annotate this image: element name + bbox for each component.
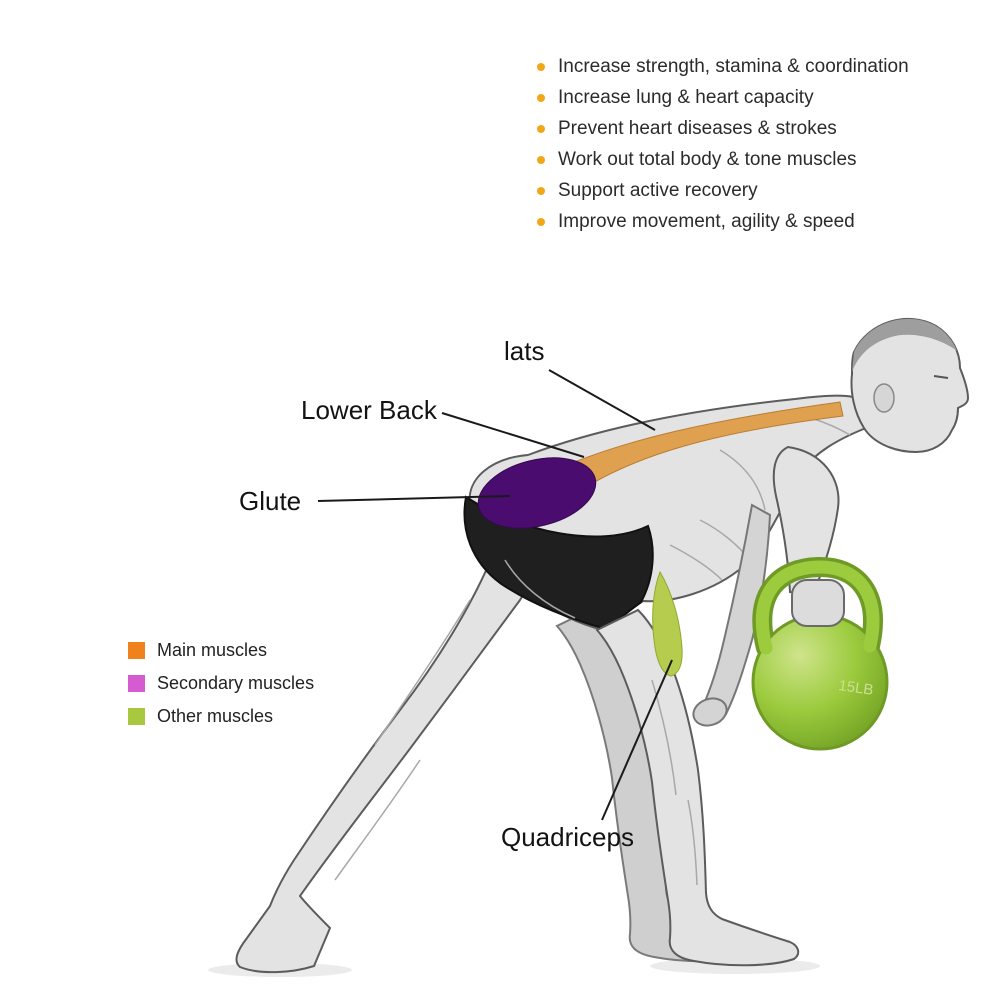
bullet-icon — [537, 156, 545, 164]
kettlebell-handle — [755, 560, 880, 655]
eye-line — [933, 375, 949, 379]
benefit-item: Prevent heart diseases & strokes — [537, 118, 967, 140]
benefit-text: Work out total body & tone muscles — [558, 149, 857, 170]
gripping-hand — [791, 579, 845, 627]
other-muscles-swatch — [128, 708, 145, 725]
legend-item-other: Other muscles — [128, 706, 314, 727]
bullet-icon — [537, 187, 545, 195]
back-leg — [235, 540, 540, 974]
glute-highlight — [477, 457, 597, 529]
head — [850, 317, 970, 454]
label-quadriceps: Quadriceps — [501, 822, 634, 852]
shorts — [463, 495, 654, 631]
benefit-text: Prevent heart diseases & strokes — [558, 118, 837, 139]
kettlebell: 15LB — [751, 557, 889, 751]
front-leg — [504, 559, 800, 967]
benefit-item: Increase lung & heart capacity — [537, 87, 967, 109]
leader-lines — [317, 369, 673, 821]
bullet-icon — [537, 94, 545, 102]
bullet-icon — [537, 63, 545, 71]
label-glute: Glute — [239, 486, 302, 516]
benefit-text: Increase lung & heart capacity — [558, 87, 814, 108]
quadriceps-highlight — [652, 570, 683, 677]
legend-label: Other muscles — [157, 706, 274, 726]
hair — [852, 318, 957, 372]
legend-item-main: Main muscles — [128, 640, 314, 661]
muscle-legend: Main muscles Secondary muscles Other mus… — [128, 640, 314, 739]
benefits-list: Increase strength, stamina & coordinatio… — [537, 56, 967, 242]
benefit-item: Increase strength, stamina & coordinatio… — [537, 56, 967, 78]
quadriceps-leader-line — [601, 659, 673, 821]
benefit-item: Improve movement, agility & speed — [537, 211, 967, 233]
benefit-text: Support active recovery — [558, 180, 758, 201]
legend-item-secondary: Secondary muscles — [128, 673, 314, 694]
legend-label: Secondary muscles — [157, 673, 315, 693]
far-arm — [692, 503, 772, 727]
benefit-text: Improve movement, agility & speed — [558, 211, 855, 232]
legend-label: Main muscles — [157, 640, 268, 660]
lower-back-leader-line — [441, 412, 585, 458]
kettlebell-weight-text: 15LB — [837, 677, 874, 699]
glute-leader-line — [317, 495, 511, 502]
ear — [873, 383, 895, 413]
main-muscles-swatch — [128, 642, 145, 659]
bullet-icon — [537, 218, 545, 226]
benefit-text: Increase strength, stamina & coordinatio… — [558, 56, 909, 77]
bullet-icon — [537, 125, 545, 133]
benefit-item: Work out total body & tone muscles — [537, 149, 967, 171]
secondary-muscles-swatch — [128, 675, 145, 692]
lats-leader-line — [548, 369, 656, 431]
label-lower-back: Lower Back — [301, 395, 437, 425]
label-lats: lats — [504, 336, 545, 366]
benefit-item: Support active recovery — [537, 180, 967, 202]
